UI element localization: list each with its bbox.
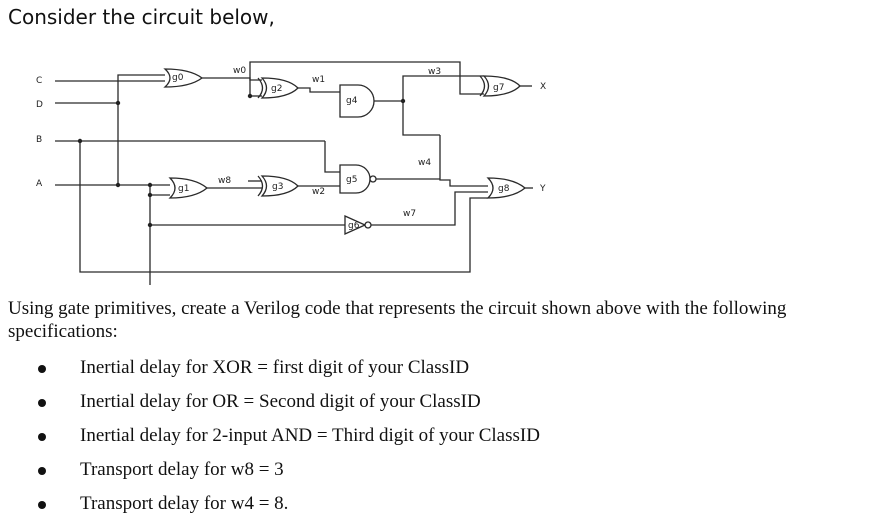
gate-label-g2: g2 bbox=[271, 84, 282, 94]
gate-label-g7: g7 bbox=[493, 83, 504, 93]
junction-dot bbox=[115, 100, 121, 106]
wire-label-w8: w8 bbox=[218, 176, 231, 186]
spec-text: Transport delay for w4 = 8. bbox=[80, 493, 289, 514]
wire-label-w1: w1 bbox=[312, 75, 325, 85]
task-paragraph: Using gate primitives, create a Verilog … bbox=[8, 298, 787, 342]
spec-text: Inertial delay for 2-input AND = Third d… bbox=[80, 425, 540, 446]
bullet-icon bbox=[38, 501, 46, 509]
input-label-b: B bbox=[36, 135, 42, 145]
bullet-icon bbox=[38, 399, 46, 407]
input-label-a: A bbox=[36, 179, 43, 189]
gate-g0 bbox=[163, 68, 204, 88]
gate-label-g3: g3 bbox=[272, 182, 283, 192]
bullet-icon bbox=[38, 365, 46, 373]
junction-dot bbox=[247, 93, 253, 99]
spec-item: Transport delay for w4 = 8. bbox=[0, 493, 540, 527]
spec-text: Inertial delay for XOR = first digit of … bbox=[80, 357, 470, 378]
gate-g6-bubble bbox=[364, 221, 372, 229]
gate-g4 bbox=[339, 84, 375, 118]
gate-label-g8: g8 bbox=[498, 184, 510, 194]
wire-g7-in2 bbox=[249, 61, 484, 96]
junction-dot bbox=[147, 222, 153, 228]
wire-d bbox=[55, 74, 165, 104]
gate-label-g4: g4 bbox=[346, 96, 358, 106]
gate-g8 bbox=[486, 177, 527, 199]
gate-g1 bbox=[168, 177, 209, 199]
spec-item: Inertial delay for XOR = first digit of … bbox=[0, 357, 540, 391]
gate-g7 bbox=[482, 75, 521, 97]
gate-g6 bbox=[344, 214, 367, 236]
junction-dot bbox=[77, 138, 83, 144]
bullet-icon bbox=[38, 433, 46, 441]
wire-w7 bbox=[371, 191, 488, 226]
gate-label-g6: g6 bbox=[348, 221, 360, 231]
bullet-icon bbox=[38, 467, 46, 475]
wire-label-w3: w3 bbox=[428, 67, 441, 77]
wire-w3 bbox=[402, 75, 484, 101]
gate-label-g1: g1 bbox=[178, 184, 189, 194]
gate-g5-bubble bbox=[369, 175, 377, 183]
output-label-x: X bbox=[540, 82, 546, 92]
spec-list: Inertial delay for XOR = first digit of … bbox=[0, 357, 540, 527]
wire-b-bus bbox=[79, 141, 488, 273]
gate-g3 bbox=[260, 175, 299, 197]
gate-label-g0: g0 bbox=[172, 73, 184, 83]
input-label-c: C bbox=[36, 76, 42, 86]
spec-text: Transport delay for w8 = 3 bbox=[80, 459, 284, 480]
wire-b bbox=[55, 140, 340, 173]
gate-g2-xor-arc bbox=[257, 77, 264, 99]
spec-item: Inertial delay for 2-input AND = Third d… bbox=[0, 425, 540, 459]
wire-g4-branch bbox=[402, 101, 440, 136]
wire-label-w2: w2 bbox=[312, 187, 325, 197]
output-label-y: Y bbox=[539, 184, 546, 194]
wire-g8-in1 bbox=[439, 135, 488, 187]
spec-item: Transport delay for w8 = 3 bbox=[0, 459, 540, 493]
page-heading: Consider the circuit below, bbox=[8, 5, 275, 29]
junction-dot bbox=[147, 182, 153, 188]
junction-dot bbox=[115, 182, 121, 188]
wire-w1 bbox=[298, 87, 340, 93]
circuit-diagram: C D B A g0 w0 g2 w1 g4 w3 g7 X g1 w8 g3 … bbox=[36, 61, 546, 285]
gate-g2 bbox=[260, 77, 299, 99]
spec-text: Inertial delay for OR = Second digit of … bbox=[80, 391, 481, 412]
wire-w0 bbox=[202, 77, 262, 81]
junction-dot bbox=[400, 98, 406, 104]
junction-dot bbox=[147, 192, 153, 198]
gate-g3-xor-arc bbox=[257, 175, 264, 197]
gate-g7-xor-arc bbox=[479, 75, 486, 97]
spec-item: Inertial delay for OR = Second digit of … bbox=[0, 391, 540, 425]
input-label-d: D bbox=[36, 100, 43, 110]
wire-label-w7: w7 bbox=[403, 209, 416, 219]
wire-label-w4: w4 bbox=[418, 158, 431, 168]
wire-label-w0: w0 bbox=[233, 66, 246, 76]
gate-label-g5: g5 bbox=[346, 175, 357, 185]
